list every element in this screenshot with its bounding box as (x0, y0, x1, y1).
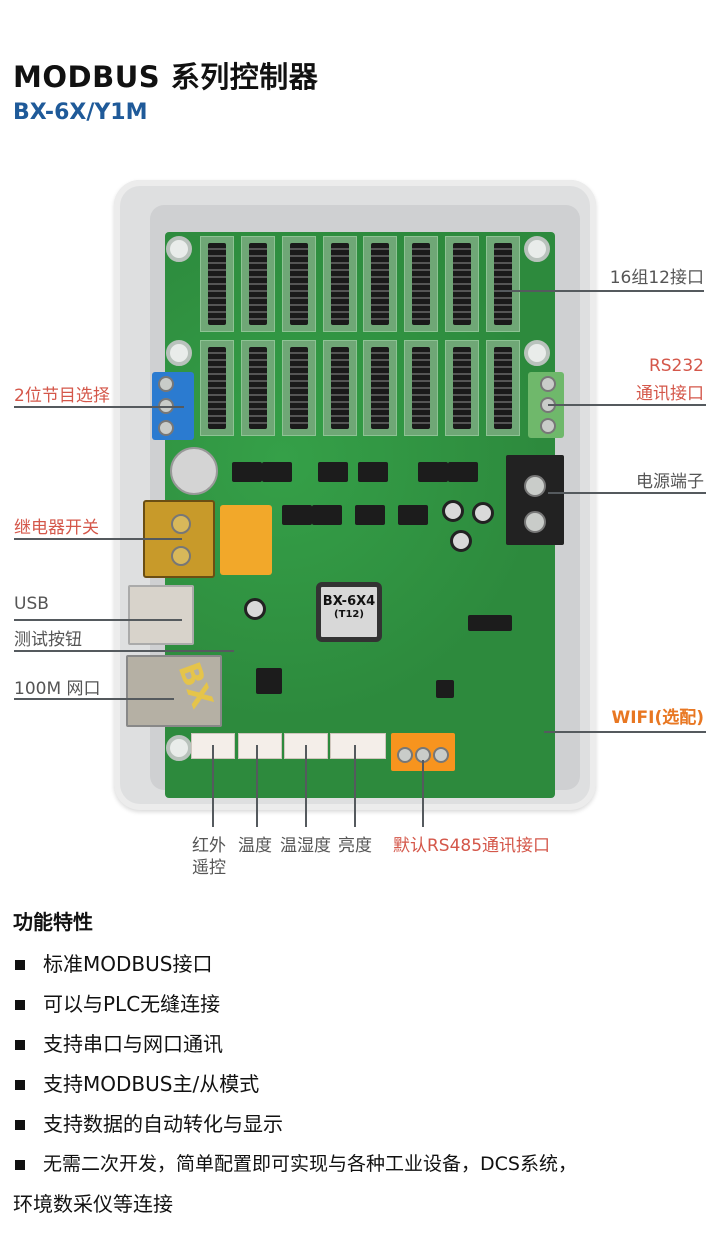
callout-program-select: 2位节目选择 (14, 386, 110, 406)
mount-hole-icon (524, 236, 550, 262)
usb-port (128, 585, 194, 645)
callout-line (500, 290, 704, 292)
callout-line (14, 538, 182, 540)
callout-line (354, 745, 356, 827)
callout-line (305, 745, 307, 827)
mount-hole-icon (166, 340, 192, 366)
callout-line (14, 650, 234, 652)
feature-item: 支持串口与网口通讯 (13, 1024, 713, 1064)
callout-ir-line2: 遥控 (192, 858, 226, 878)
pin-header (445, 340, 480, 436)
pin-header (485, 340, 520, 436)
feature-item: 标准MODBUS接口 (13, 944, 713, 984)
callout-usb: USB (14, 594, 49, 614)
pin-header (404, 340, 439, 436)
callout-line (548, 404, 706, 406)
feature-item: 支持数据的自动转化与显示 (13, 1104, 713, 1144)
page-title: MODBUS 系列控制器 (13, 60, 319, 94)
callout-line (14, 619, 182, 621)
callout-ir-line1: 红外 (192, 836, 226, 856)
pin-header (322, 340, 357, 436)
relay (220, 505, 272, 575)
callout-rs232-line2: 通讯接口 (636, 384, 704, 404)
header-row-bottom (200, 340, 520, 436)
square-bullet-icon (15, 1080, 25, 1090)
pin-header (322, 236, 357, 332)
square-bullet-icon (15, 1160, 25, 1170)
callout-line (14, 406, 184, 408)
pin-header (485, 236, 520, 332)
pin-header (200, 340, 234, 436)
main-chip: BX-6X4 (T12) (316, 582, 382, 642)
square-bullet-icon (15, 1040, 25, 1050)
pin-header (281, 340, 316, 436)
mount-hole-icon (166, 236, 192, 262)
square-bullet-icon (15, 960, 25, 970)
callout-brightness: 亮度 (338, 836, 372, 856)
feature-item: 无需二次开发，简单配置即可实现与各种工业设备，DCS系统， (13, 1144, 713, 1184)
pin-header (445, 236, 480, 332)
pin-header (363, 340, 398, 436)
callout-line (256, 745, 258, 827)
coin-battery-icon (170, 447, 218, 495)
features-list: 标准MODBUS接口 可以与PLC无缝连接 支持串口与网口通讯 支持MODBUS… (13, 944, 713, 1224)
feature-item-continuation: 环境数采仪等连接 (13, 1192, 173, 1216)
pin-header (240, 340, 275, 436)
callout-16x12-ports: 16组12接口 (609, 268, 704, 288)
callout-line (212, 745, 214, 827)
pin-header (404, 236, 439, 332)
mount-hole-icon (166, 735, 192, 761)
callout-rs232-line1: RS232 (648, 356, 704, 376)
pin-header (240, 236, 275, 332)
square-bullet-icon (15, 1000, 25, 1010)
power-terminal (506, 455, 564, 545)
header-row-top (200, 236, 520, 332)
callout-line (544, 731, 706, 733)
feature-item: 支持MODBUS主/从模式 (13, 1064, 713, 1104)
pin-header (200, 236, 234, 332)
callout-relay-switch: 继电器开关 (14, 518, 99, 538)
temp-connector (238, 733, 282, 759)
pin-header (281, 236, 316, 332)
pin-header (363, 236, 398, 332)
callout-line (14, 698, 174, 700)
callout-line (548, 492, 706, 494)
callout-test-button: 测试按钮 (14, 630, 82, 650)
features-heading: 功能特性 (13, 910, 93, 934)
callout-line (422, 760, 424, 827)
callout-ethernet: 100M 网口 (14, 679, 101, 699)
callout-wifi: WIFI(选配) (611, 708, 704, 728)
brightness-connector (330, 733, 386, 759)
callout-temperature: 温度 (238, 836, 272, 856)
callout-power-terminal: 电源端子 (636, 472, 704, 492)
square-bullet-icon (15, 1120, 25, 1130)
mount-hole-icon (524, 340, 550, 366)
model-number: BX-6X/Y1M (13, 100, 148, 125)
ethernet-port (126, 655, 222, 727)
callout-rs485: 默认RS485通讯接口 (393, 836, 551, 856)
feature-item: 可以与PLC无缝连接 (13, 984, 713, 1024)
callout-temp-humidity: 温湿度 (280, 836, 331, 856)
